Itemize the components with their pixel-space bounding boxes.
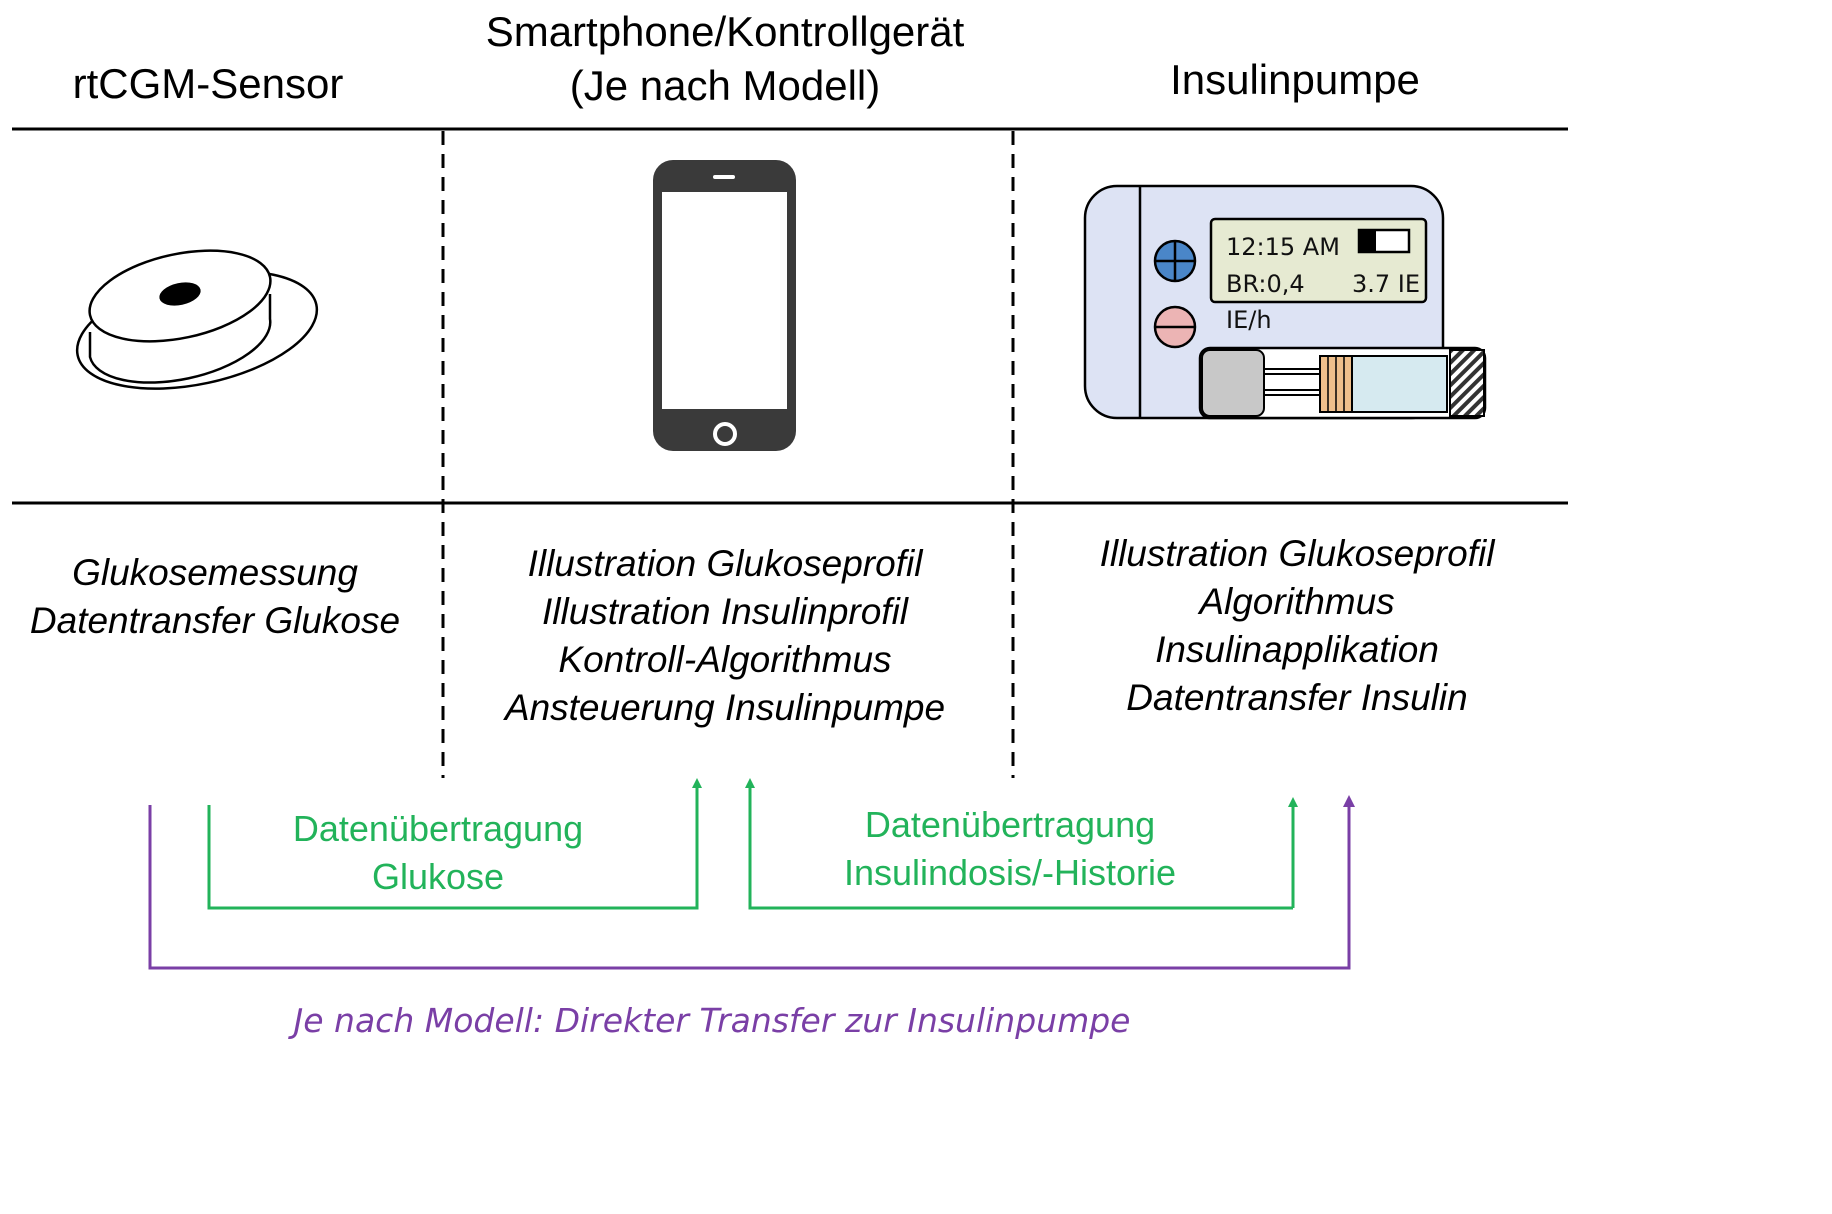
plus-icon xyxy=(1153,239,1197,283)
controller-function-2: Illustration Insulinprofil xyxy=(542,591,910,632)
controller-function-1: Illustration Glukoseprofil xyxy=(528,543,925,584)
glucose-transfer-label-2: Glukose xyxy=(372,856,504,897)
pump-display-time: 12:15 AM xyxy=(1226,233,1340,261)
pump-function-2: Algorithmus xyxy=(1197,581,1394,622)
pump-display-basal-unit: IE/h xyxy=(1226,306,1272,334)
sensor-icon xyxy=(75,249,319,390)
minus-icon xyxy=(1153,305,1197,349)
controller-header-line-1: Smartphone/Kontrollgerät xyxy=(486,8,965,55)
pump-header: Insulinpumpe xyxy=(1170,56,1420,103)
glucose-transfer-arrow xyxy=(207,778,702,910)
smartphone-icon xyxy=(653,160,796,451)
pump-display-basal-rate: BR:0,4 xyxy=(1226,270,1305,298)
system-diagram: rtCGM-Sensor Smartphone/Kontrollgerät (J… xyxy=(12,8,1568,1039)
direct-transfer-label: Je nach Modell: Direkter Transfer zur In… xyxy=(288,1001,1131,1039)
pump-function-4: Datentransfer Insulin xyxy=(1126,677,1467,718)
pump-display-units: 3.7 IE xyxy=(1352,270,1420,298)
controller-header-line-2: (Je nach Modell) xyxy=(570,62,880,109)
glucose-transfer-label-1: Datenübertragung xyxy=(293,808,583,849)
controller-function-4: Ansteuerung Insulinpumpe xyxy=(503,687,945,728)
pump-function-1: Illustration Glukoseprofil xyxy=(1100,533,1497,574)
direct-transfer-arrow xyxy=(148,795,1355,970)
battery-icon xyxy=(1357,228,1411,254)
insulin-reservoir xyxy=(1198,346,1487,420)
sensor-function-2: Datentransfer Glukose xyxy=(30,600,400,641)
insulin-pump-icon: 12:15 AM BR:0,4 3.7 IE IE/h xyxy=(1083,184,1487,420)
sensor-function-1: Glukosemessung xyxy=(72,552,358,593)
insulin-transfer-label-2: Insulindosis/-Historie xyxy=(844,852,1176,893)
sensor-header: rtCGM-Sensor xyxy=(73,60,344,107)
insulin-transfer-arrow xyxy=(745,778,1293,910)
insulin-transfer-label-1: Datenübertragung xyxy=(865,804,1155,845)
controller-function-3: Kontroll-Algorithmus xyxy=(558,639,891,680)
pump-function-3: Insulinapplikation xyxy=(1155,629,1439,670)
